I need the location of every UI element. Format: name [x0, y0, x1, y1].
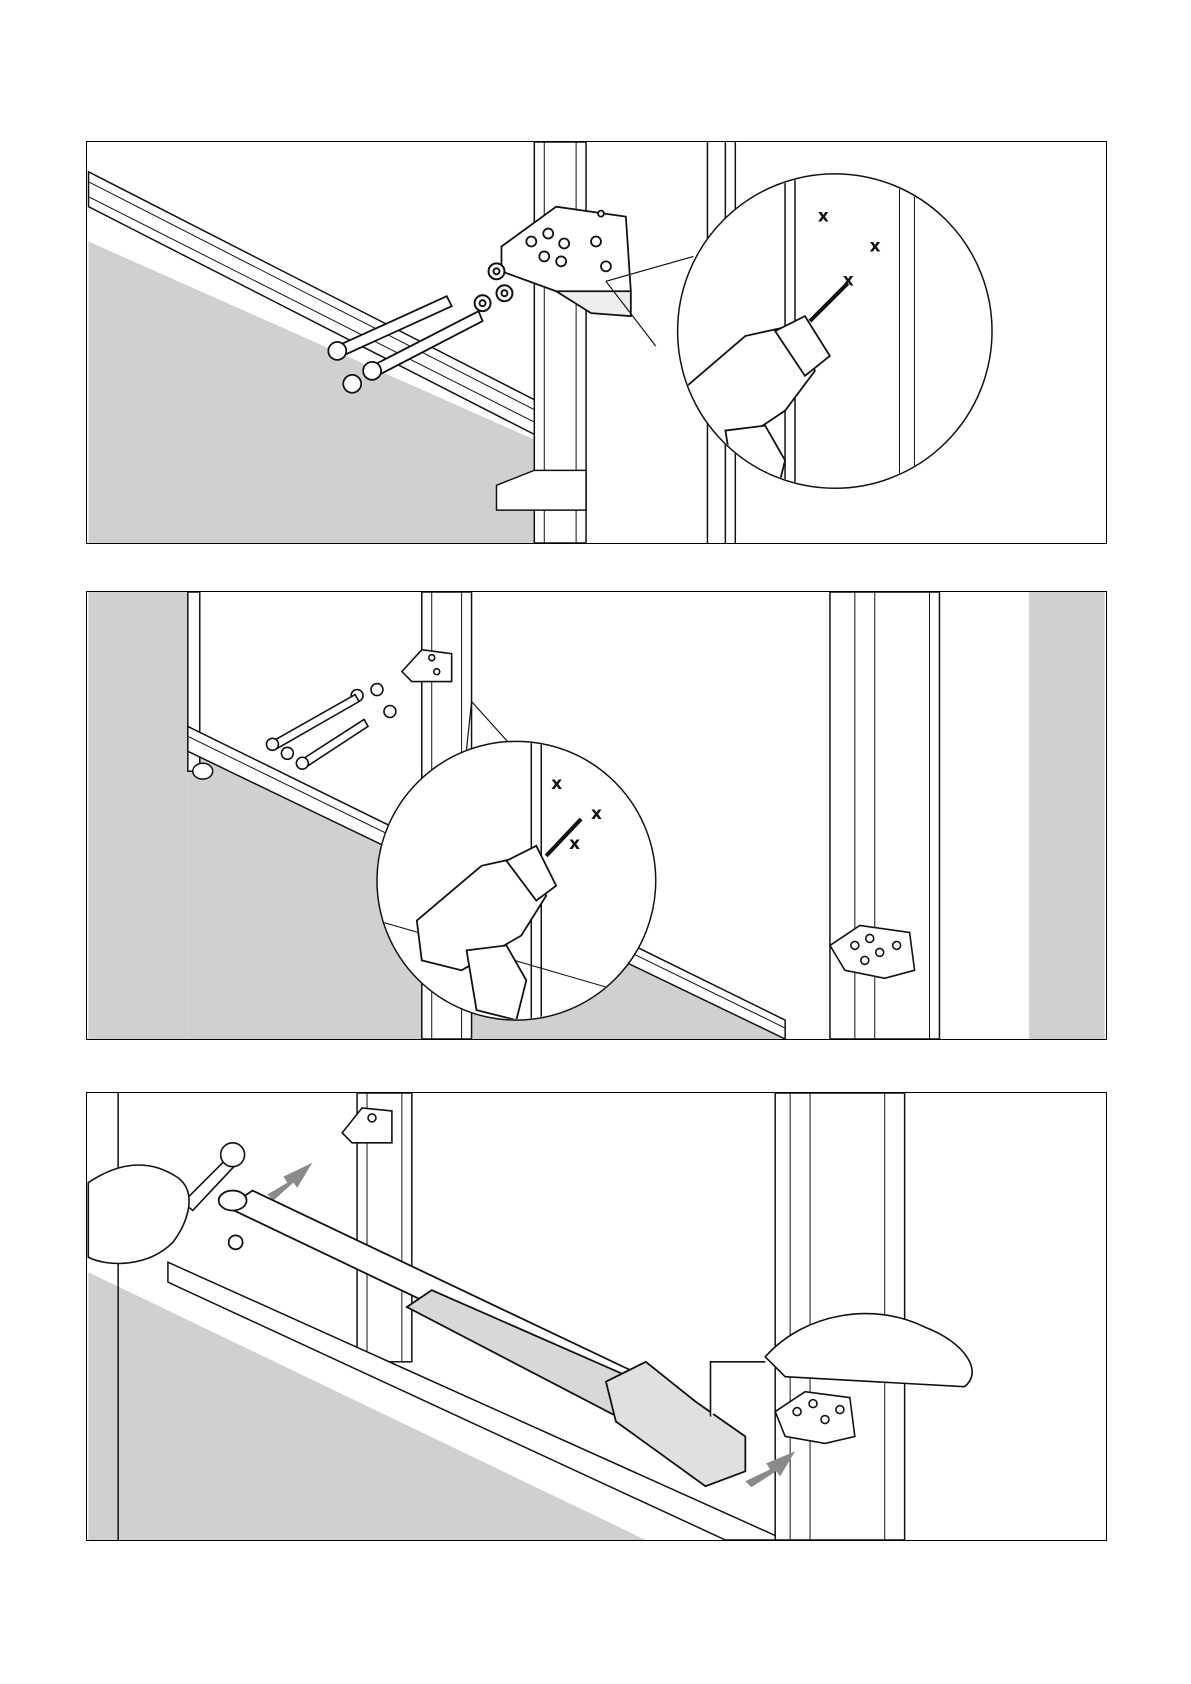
drill-mark-2: x: [870, 235, 881, 255]
drill-mark-1: x: [818, 206, 829, 226]
figure-2-drill-leaf: x x x: [86, 591, 1107, 1040]
drill-mark-1: x: [551, 773, 562, 793]
figure-2-illustration: x x x: [87, 592, 1106, 1039]
drill-mark-2: x: [591, 803, 602, 823]
magnifier-detail: x x x: [676, 162, 992, 500]
leaf-bracket: [402, 650, 452, 682]
background-left: [88, 592, 188, 1039]
gate-post: [496, 142, 586, 543]
bolts: [266, 684, 395, 770]
leaf-bracket: [342, 1108, 392, 1143]
figure-1-illustration: x x x: [87, 142, 1106, 543]
figure-3-illustration: [87, 1093, 1106, 1540]
drill-mark-3: x: [843, 269, 854, 289]
drill-mark-3: x: [569, 833, 580, 853]
figure-1-drill-post: x x x: [86, 141, 1107, 544]
background-right: [1029, 592, 1105, 1039]
figure-3-mount-operator: [86, 1092, 1107, 1541]
